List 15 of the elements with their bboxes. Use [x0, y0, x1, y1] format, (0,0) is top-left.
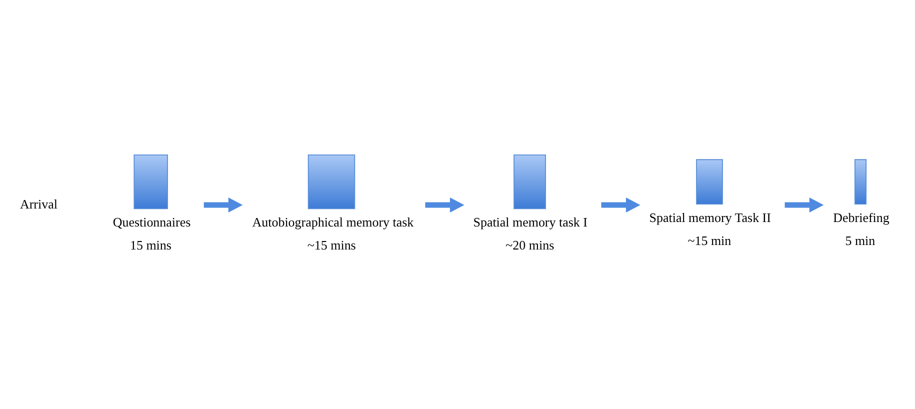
- arrow: [204, 196, 243, 212]
- node-label: Debriefing: [833, 209, 890, 224]
- node-label: 15 mins: [130, 237, 172, 252]
- node-label: ~20 mins: [506, 237, 554, 252]
- node-label: ~15 mins: [307, 237, 356, 252]
- arrow: [784, 196, 824, 212]
- node-label: Questionnaires: [112, 214, 191, 229]
- node-label: 5 min: [845, 232, 876, 248]
- node-label: Spatial memory task I: [473, 214, 588, 229]
- arrow: [425, 196, 464, 212]
- node-label: Spatial memory Task II: [649, 209, 771, 224]
- label: Arrival: [20, 196, 58, 211]
- arrow: [601, 196, 640, 212]
- node-label: Autobiographical memory task: [252, 214, 414, 229]
- node-label: ~15 min: [688, 232, 732, 248]
